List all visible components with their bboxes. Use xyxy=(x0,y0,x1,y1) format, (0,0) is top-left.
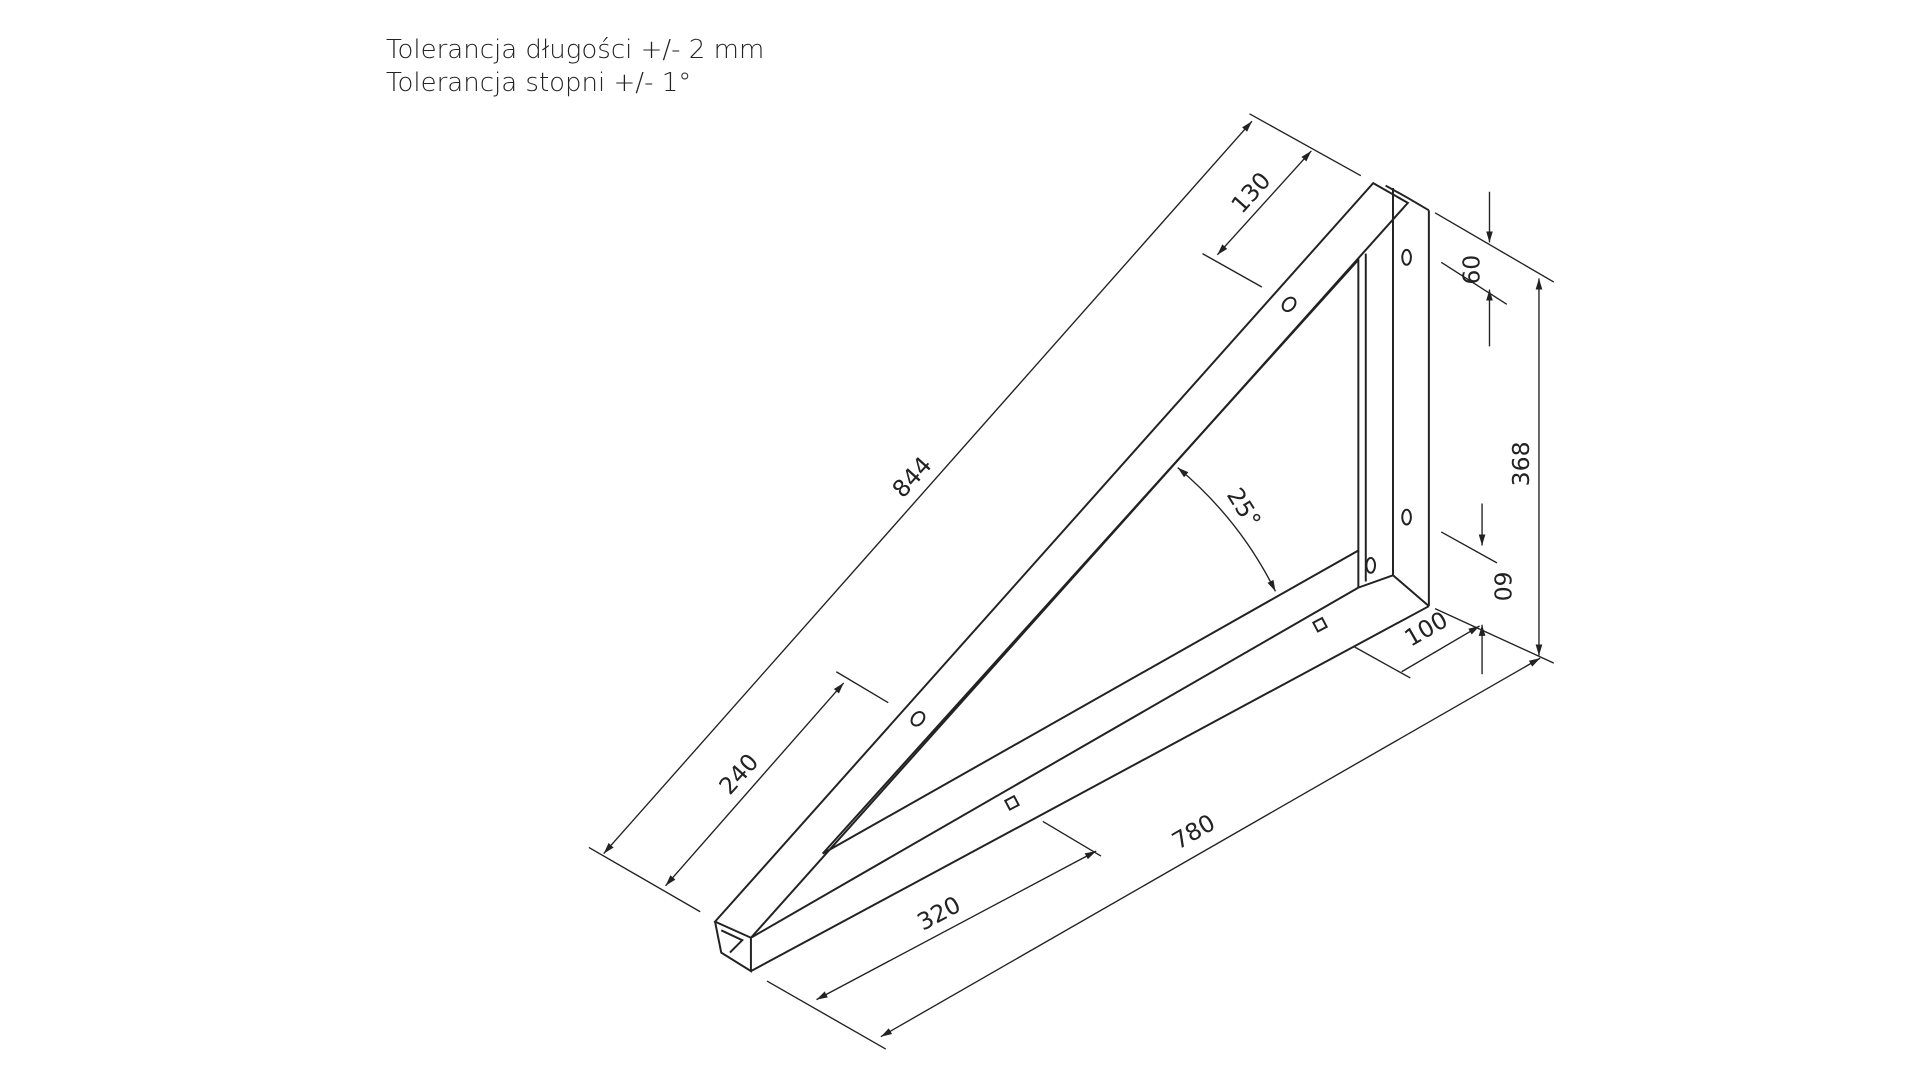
square-hole xyxy=(1003,794,1020,811)
length-tolerance-note: Tolerancja długości +/- 2 mm xyxy=(386,35,765,65)
dim-60-bottom: 60 xyxy=(1488,571,1516,601)
dim-240: 240 xyxy=(713,748,764,800)
hole xyxy=(910,711,926,727)
dim-130: 130 xyxy=(1226,167,1277,219)
hole xyxy=(1401,508,1412,526)
hole xyxy=(1365,556,1377,574)
triangle-bracket xyxy=(713,181,1430,973)
square-hole xyxy=(1311,616,1329,633)
vertical-post xyxy=(1364,184,1430,607)
hole xyxy=(1401,248,1412,266)
hole xyxy=(1281,296,1297,313)
dim-780: 780 xyxy=(1167,808,1220,855)
tolerance-notes: Tolerancja długości +/- 2 mm Tolerancja … xyxy=(386,34,764,100)
sloped-rail xyxy=(713,181,1410,939)
dimension-lines xyxy=(588,113,1555,1050)
angle-tolerance-note: Tolerancja stopni +/- 1° xyxy=(386,68,692,98)
dim-368: 368 xyxy=(1507,441,1535,486)
dim-60-top: 60 xyxy=(1458,255,1486,285)
dim-844: 844 xyxy=(887,451,938,503)
base-rail xyxy=(750,550,1430,973)
dim-angle: 25° xyxy=(1221,483,1267,533)
dim-320: 320 xyxy=(913,890,966,936)
